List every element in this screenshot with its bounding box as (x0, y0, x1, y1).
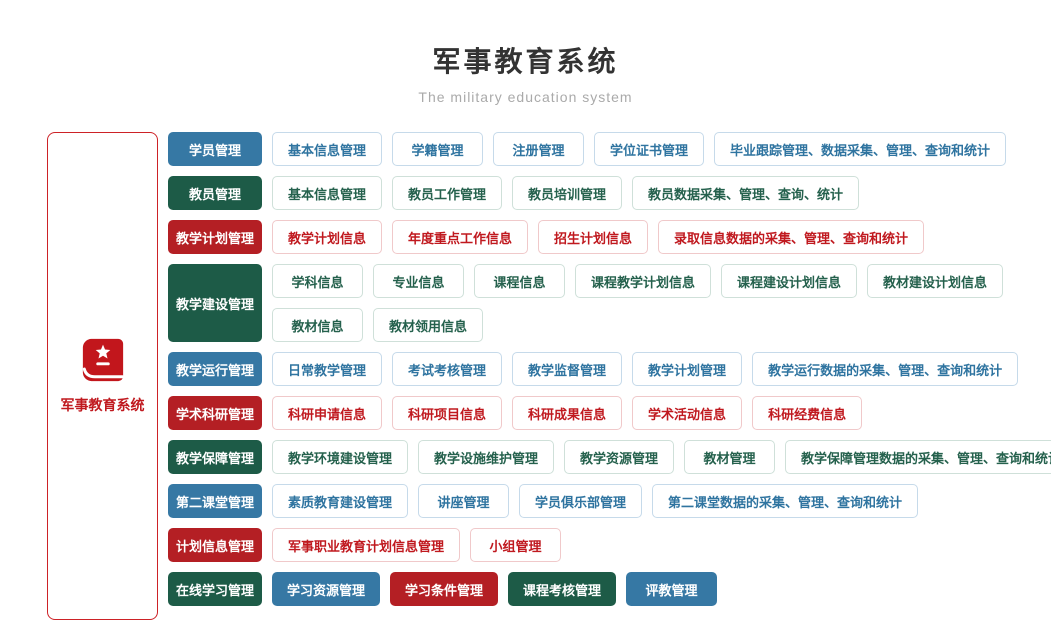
sub-item-button[interactable]: 专业信息 (373, 264, 464, 298)
category-button[interactable]: 学术科研管理 (168, 396, 262, 430)
sub-item-button[interactable]: 学习条件管理 (390, 572, 499, 606)
sub-item-button[interactable]: 教学资源管理 (564, 440, 675, 474)
sub-item-button[interactable]: 招生计划信息 (538, 220, 649, 254)
sub-item-button[interactable]: 学术活动信息 (632, 396, 743, 430)
sub-item-button[interactable]: 评教管理 (626, 572, 718, 606)
sub-item-button[interactable]: 教材信息 (272, 308, 363, 342)
sub-item-button[interactable]: 日常教学管理 (272, 352, 383, 386)
category-button[interactable]: 教学建设管理 (168, 264, 262, 342)
module-row-9: 在线学习管理学习资源管理学习条件管理课程考核管理评教管理 (168, 572, 1051, 606)
sub-item-button[interactable]: 科研项目信息 (392, 396, 503, 430)
page-subtitle: The military education system (418, 89, 633, 105)
category-button[interactable]: 学员管理 (168, 132, 262, 166)
module-row-3: 教学建设管理学科信息专业信息课程信息课程教学计划信息课程建设计划信息教材建设计划… (168, 264, 1051, 342)
sub-item-button[interactable]: 学习资源管理 (272, 572, 381, 606)
sub-item-button[interactable]: 讲座管理 (418, 484, 510, 518)
module-row-7: 第二课堂管理素质教育建设管理讲座管理学员俱乐部管理第二课堂数据的采集、管理、查询… (168, 484, 1051, 518)
sub-item-button[interactable]: 基本信息管理 (272, 132, 383, 166)
sub-item-button[interactable]: 教学运行数据的采集、管理、查询和统计 (752, 352, 1019, 386)
sub-item-button[interactable]: 教学设施维护管理 (418, 440, 555, 474)
sub-item-button[interactable]: 课程教学计划信息 (575, 264, 712, 298)
sub-item-button[interactable]: 科研成果信息 (512, 396, 623, 430)
sub-item-button[interactable]: 科研申请信息 (272, 396, 383, 430)
category-button[interactable]: 在线学习管理 (168, 572, 262, 606)
sub-item-button[interactable]: 课程建设计划信息 (721, 264, 858, 298)
sub-item-button[interactable]: 教材建设计划信息 (867, 264, 1004, 298)
sub-item-button[interactable]: 科研经费信息 (752, 396, 863, 430)
module-row-1: 教员管理基本信息管理教员工作管理教员培训管理教员数据采集、管理、查询、统计 (168, 176, 1051, 210)
sub-item-button[interactable]: 小组管理 (470, 528, 562, 562)
sub-item-button[interactable]: 素质教育建设管理 (272, 484, 409, 518)
sub-item-button[interactable]: 学科信息 (272, 264, 363, 298)
sub-item-button[interactable]: 教员培训管理 (512, 176, 623, 210)
sub-item-button[interactable]: 教学计划信息 (272, 220, 383, 254)
module-row-5: 学术科研管理科研申请信息科研项目信息科研成果信息学术活动信息科研经费信息 (168, 396, 1051, 430)
sub-item-button[interactable]: 教学计划管理 (632, 352, 743, 386)
sub-item-button[interactable]: 考试考核管理 (392, 352, 503, 386)
sub-item-button[interactable]: 教学监督管理 (512, 352, 623, 386)
sub-item-button[interactable]: 第二课堂数据的采集、管理、查询和统计 (652, 484, 919, 518)
sidebar-system-label: 军事教育系统 (60, 397, 145, 413)
sub-item-button[interactable]: 军事职业教育计划信息管理 (272, 528, 461, 562)
category-button[interactable]: 第二课堂管理 (168, 484, 262, 518)
sub-item-button[interactable]: 课程考核管理 (508, 572, 617, 606)
sub-item-button[interactable]: 学位证书管理 (594, 132, 705, 166)
sub-item-button[interactable]: 录取信息数据的采集、管理、查询和统计 (658, 220, 925, 254)
sub-item-lines: 学科信息专业信息课程信息课程教学计划信息课程建设计划信息教材建设计划信息教材信息… (272, 264, 1004, 342)
sub-item-button[interactable]: 学员俱乐部管理 (519, 484, 643, 518)
sub-item-button[interactable]: 年度重点工作信息 (392, 220, 529, 254)
system-sidebar: 军事教育系统 (47, 132, 158, 620)
sub-item-button[interactable]: 教材管理 (684, 440, 776, 474)
main-layout: 军事教育系统 学员管理基本信息管理学籍管理注册管理学位证书管理毕业跟踪管理、数据… (0, 132, 1051, 620)
module-row-4: 教学运行管理日常教学管理考试考核管理教学监督管理教学计划管理教学运行数据的采集、… (168, 352, 1051, 386)
category-button[interactable]: 教学保障管理 (168, 440, 262, 474)
sub-item-line: 教材信息教材领用信息 (272, 308, 1003, 342)
category-button[interactable]: 教员管理 (168, 176, 262, 210)
sub-item-button[interactable]: 学籍管理 (392, 132, 484, 166)
sub-item-button[interactable]: 教材领用信息 (373, 308, 484, 342)
sub-item-button[interactable]: 教员数据采集、管理、查询、统计 (632, 176, 860, 210)
sub-item-button[interactable]: 课程信息 (474, 264, 565, 298)
page-title: 军事教育系统 (432, 46, 619, 77)
category-button[interactable]: 计划信息管理 (168, 528, 262, 562)
page-header: 军事教育系统 The military education system (0, 0, 1051, 105)
sub-item-button[interactable]: 教学保障管理数据的采集、管理、查询和统计 (785, 440, 1051, 474)
module-row-2: 教学计划管理教学计划信息年度重点工作信息招生计划信息录取信息数据的采集、管理、查… (168, 220, 1051, 254)
module-row-8: 计划信息管理军事职业教育计划信息管理小组管理 (168, 528, 1051, 562)
sub-item-button[interactable]: 基本信息管理 (272, 176, 383, 210)
sub-item-line: 学科信息专业信息课程信息课程教学计划信息课程建设计划信息教材建设计划信息 (272, 264, 1004, 298)
module-row-6: 教学保障管理教学环境建设管理教学设施维护管理教学资源管理教材管理教学保障管理数据… (168, 440, 1051, 474)
sub-item-button[interactable]: 教员工作管理 (392, 176, 503, 210)
sub-item-button[interactable]: 教学环境建设管理 (272, 440, 409, 474)
module-rows: 学员管理基本信息管理学籍管理注册管理学位证书管理毕业跟踪管理、数据采集、管理、查… (168, 132, 1051, 606)
category-button[interactable]: 教学计划管理 (168, 220, 262, 254)
category-button[interactable]: 教学运行管理 (168, 352, 262, 386)
sub-item-button[interactable]: 注册管理 (493, 132, 585, 166)
module-row-0: 学员管理基本信息管理学籍管理注册管理学位证书管理毕业跟踪管理、数据采集、管理、查… (168, 132, 1051, 166)
sub-item-button[interactable]: 毕业跟踪管理、数据采集、管理、查询和统计 (714, 132, 1007, 166)
book-star-icon (82, 338, 124, 382)
